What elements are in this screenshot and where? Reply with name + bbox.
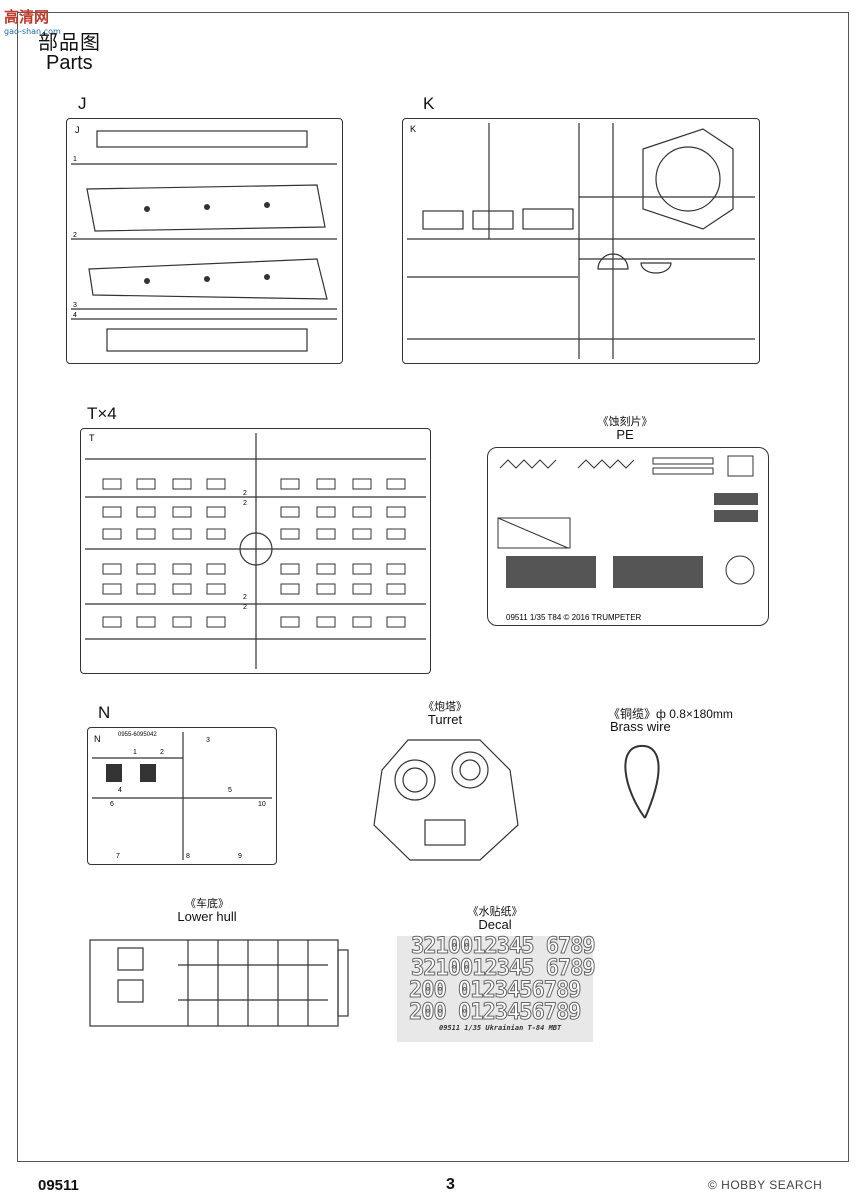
decal-row-4: 200 0123456789 <box>409 1000 582 1025</box>
sprue-k-letter: K <box>410 124 416 134</box>
brass-caption-spec: ф 0.8×180mm <box>656 707 733 721</box>
part-number-t2a: 2 <box>243 490 247 497</box>
part-number-n4: 4 <box>118 787 122 794</box>
brass-wire-illustration <box>624 744 660 819</box>
lower-hull-caption-cn: 《车底》 <box>185 898 229 910</box>
sprue-j-label: J <box>78 94 87 113</box>
part-number-n8: 8 <box>186 853 190 860</box>
sprue-j-drawing: J 1 2 3 4 <box>71 125 337 352</box>
sprue-t: T 2 2 2 2 <box>80 428 431 674</box>
sprue-j: J 1 2 3 4 <box>66 118 343 364</box>
page-number: 3 <box>446 1176 455 1193</box>
sprue-n-code: 0955-6095042 <box>118 732 157 738</box>
part-number-j2: 2 <box>73 232 77 239</box>
sprue-k: K <box>402 118 760 364</box>
sprue-n: N 0955-6095042 1 2 3 4 5 6 7 8 9 10 <box>87 727 277 865</box>
part-number-n5: 5 <box>228 787 232 794</box>
part-number-j4: 4 <box>73 312 77 319</box>
lower-hull-caption-en: Lower hull <box>177 909 237 924</box>
decal-row-1: 3210012345 6789 <box>411 934 597 959</box>
pe-caption-en: PE <box>616 427 634 442</box>
page-title-en: Parts <box>46 52 93 74</box>
pe-caption-cn: 《蚀刻片》 <box>597 416 653 428</box>
sprue-k-label: K <box>423 94 435 113</box>
page-title-cn: 部品图 <box>38 32 101 54</box>
brass-caption-line: 《铜缆》ф 0.8×180mm <box>608 705 733 722</box>
turret-illustration <box>373 739 519 861</box>
decal-sheet: 3210012345 6789 3210012345 6789 200 0123… <box>397 934 597 1042</box>
hobby-search-logo: © HOBBY SEARCH <box>708 1178 823 1192</box>
part-number-n9: 9 <box>238 853 242 860</box>
brass-caption-cn: 《铜缆》 <box>608 707 657 721</box>
pe-fret-drawing: 09511 1/35 T84 © 2016 TRUMPETER <box>497 455 758 622</box>
part-number-n6: 6 <box>110 801 114 808</box>
decal-caption-en: Decal <box>478 917 512 932</box>
kit-number: 09511 <box>38 1177 79 1194</box>
brass-caption-en: Brass wire <box>610 719 671 734</box>
part-number-j3: 3 <box>73 302 77 309</box>
part-number-n1: 1 <box>133 749 137 756</box>
sprue-t-label: T×4 <box>87 404 117 423</box>
part-number-n7: 7 <box>116 853 120 860</box>
pe-fret: 09511 1/35 T84 © 2016 TRUMPETER <box>487 447 769 626</box>
pe-plate-text: 09511 1/35 T84 © 2016 TRUMPETER <box>506 613 642 622</box>
turret-caption-cn: 《炮塔》 <box>423 701 467 713</box>
part-number-t2c: 2 <box>243 594 247 601</box>
sprue-n-label: N <box>98 703 111 722</box>
sprue-t-drawing: T 2 2 2 2 <box>85 433 426 669</box>
turret-caption-en: Turret <box>427 712 463 727</box>
decal-row-2: 3210012345 6789 <box>411 956 597 981</box>
part-number-t2d: 2 <box>243 604 247 611</box>
sprue-k-drawing: K <box>407 123 755 359</box>
sprue-n-drawing: N 0955-6095042 1 2 3 4 5 6 7 8 9 10 <box>92 732 272 860</box>
decal-row-3: 200 0123456789 <box>409 978 582 1003</box>
decal-caption-cn: 《水贴纸》 <box>467 906 523 918</box>
sprue-t-letter: T <box>89 433 95 443</box>
page-frame <box>17 12 849 1162</box>
part-number-n2: 2 <box>160 749 164 756</box>
decal-footer-text: 09511 1/35 Ukrainian T-84 MBT <box>439 1024 562 1032</box>
sprue-j-letter: J <box>75 125 80 135</box>
sprue-n-letter: N <box>94 734 101 744</box>
part-number-n10: 10 <box>258 801 266 808</box>
part-number-n3: 3 <box>206 737 210 744</box>
lower-hull-illustration <box>89 939 349 1027</box>
part-number-t2b: 2 <box>243 500 247 507</box>
part-number-j1: 1 <box>73 156 77 163</box>
